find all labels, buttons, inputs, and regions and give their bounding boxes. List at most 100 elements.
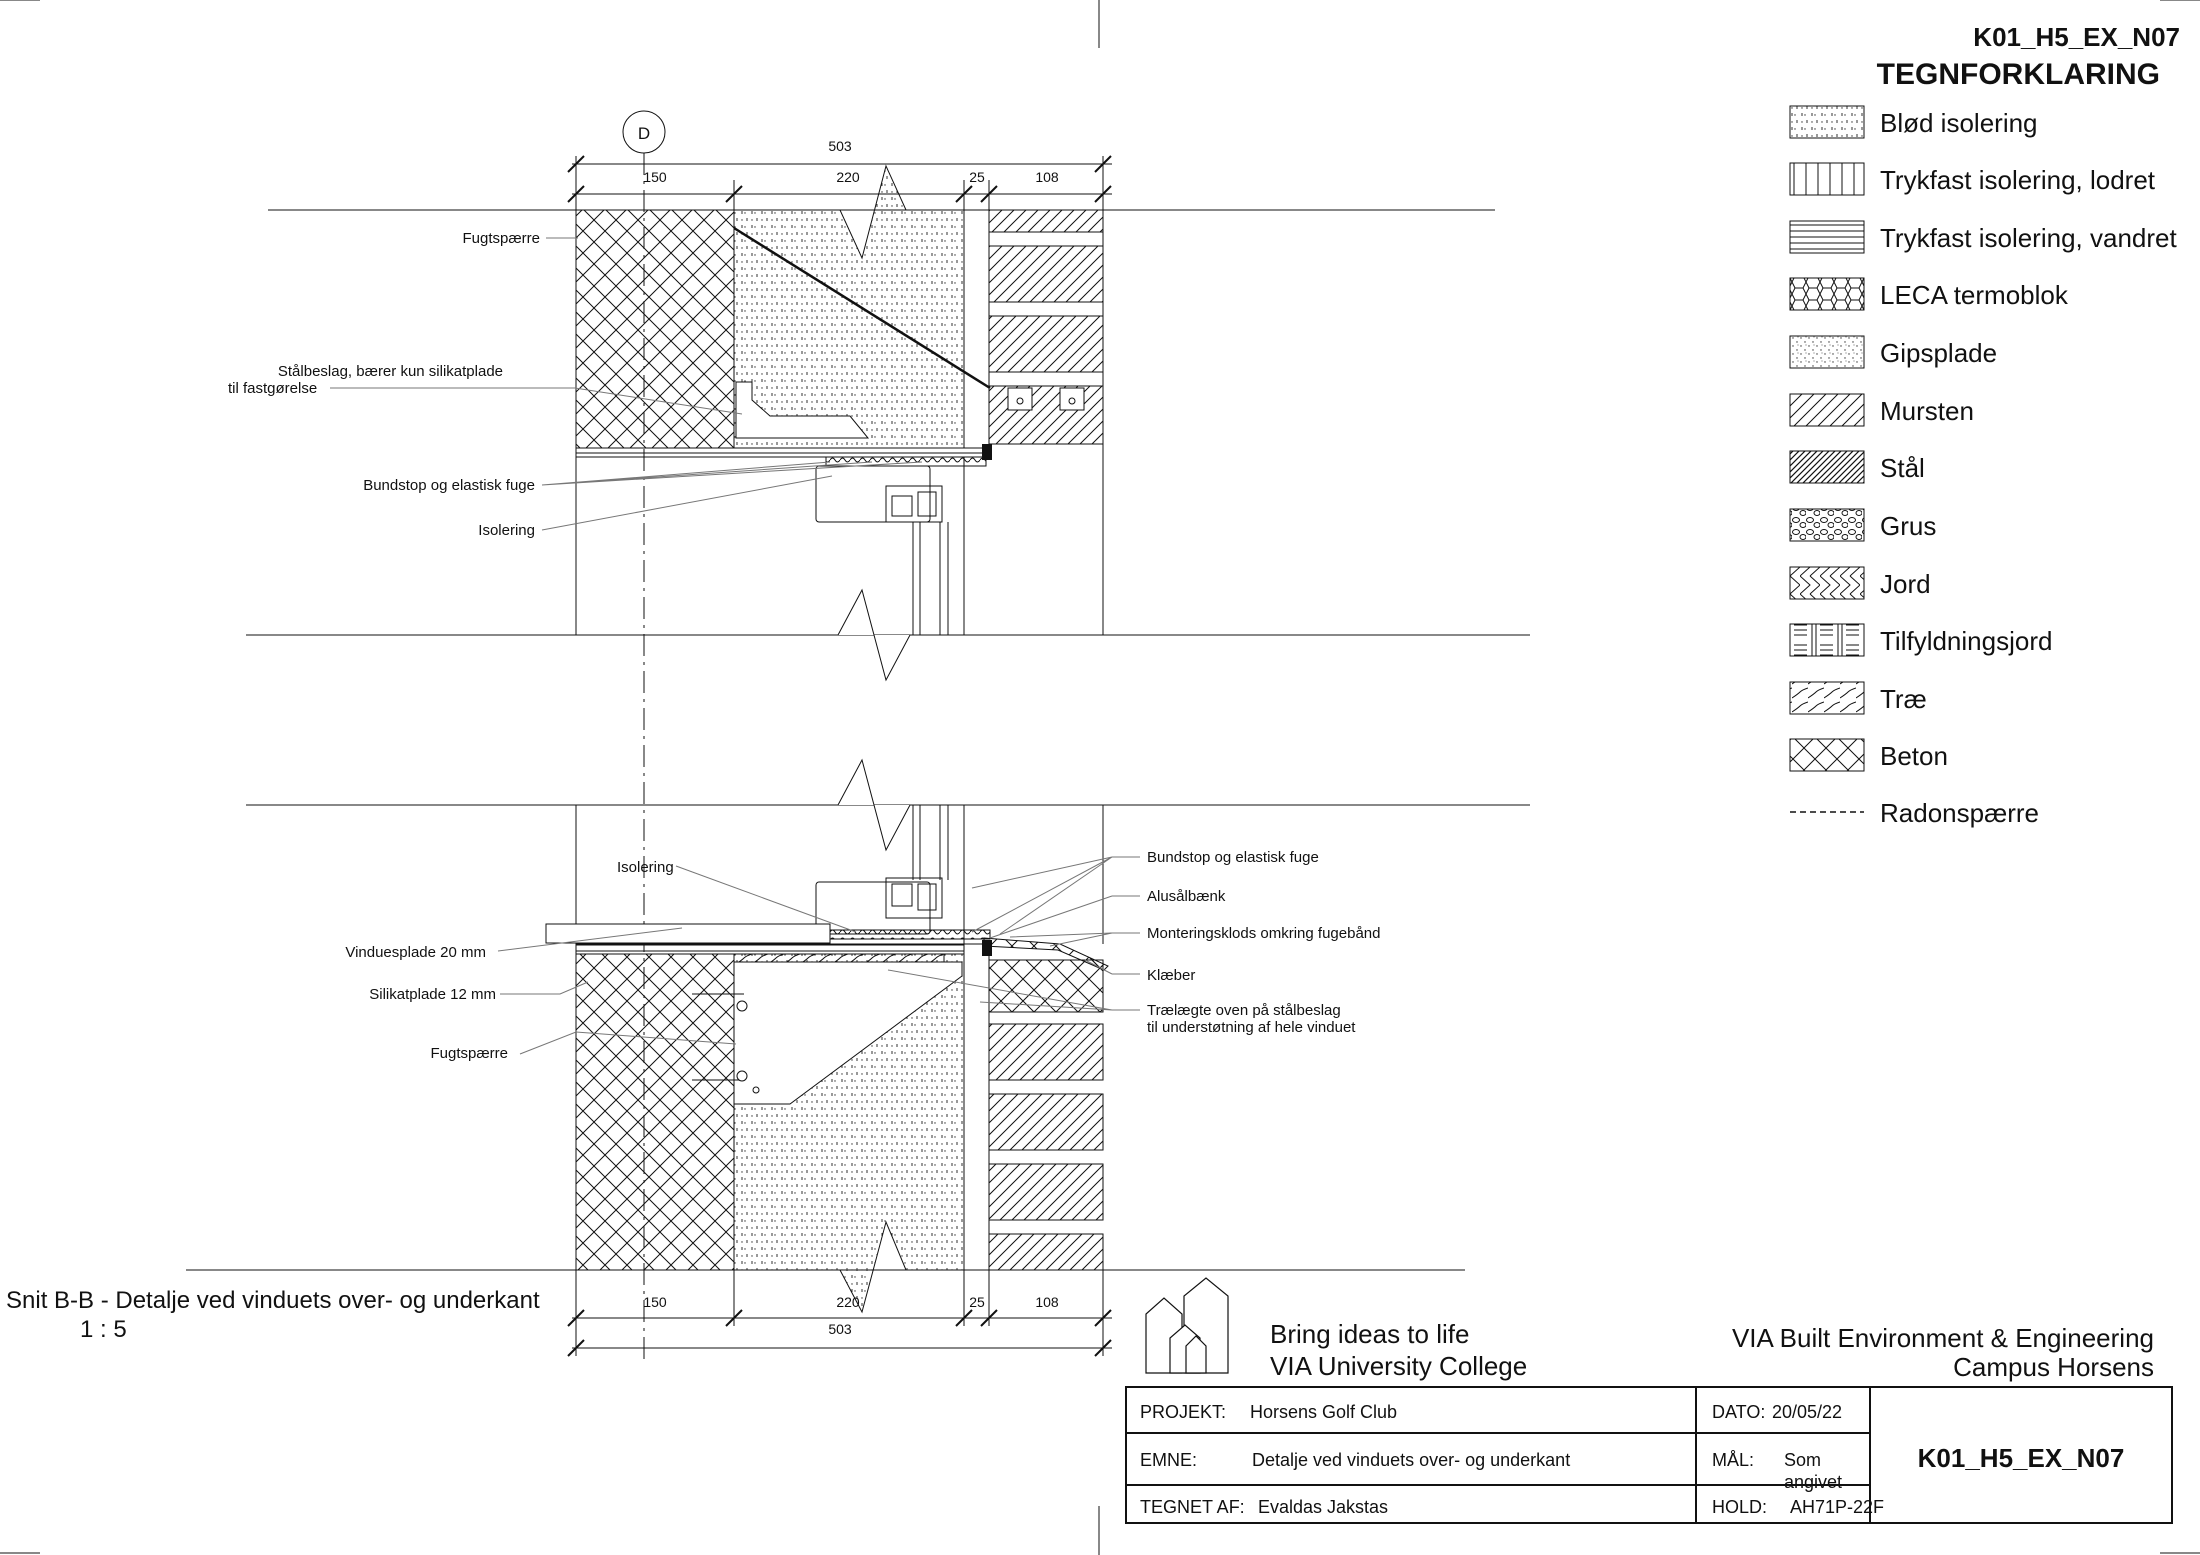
legend-swatch-trykfast-vandret: [1789, 220, 1865, 254]
section-scale: 1 : 5: [80, 1316, 127, 1343]
label-top-isolering: Isolering: [478, 522, 535, 539]
legend-swatch-beton: [1789, 738, 1865, 772]
top-steel-bracket: [735, 381, 870, 439]
branding-school: VIA Built Environment & Engineering: [1732, 1323, 2154, 1353]
legend-item-trae: Træ: [1789, 681, 1927, 715]
legend-swatch-tilfyldningsjord: [1789, 623, 1865, 657]
legend-label-blod: Blød isolering: [1880, 108, 2038, 138]
title-block: [1125, 1386, 2173, 1524]
label-bottom-silikatplade: Silikatplade 12 mm: [369, 986, 496, 1003]
legend-label-trae: Træ: [1880, 684, 1927, 714]
bottom-break-line: [837, 758, 911, 852]
label-bottom-vinduesplade: Vinduesplade 20 mm: [345, 944, 486, 961]
legend-item-staal: Stål: [1789, 450, 1925, 484]
legend-label-grus: Grus: [1880, 511, 1936, 541]
top-sealant-strip: [825, 456, 987, 467]
tb-drawing-number: K01_H5_EX_N07: [1918, 1443, 2125, 1473]
bottom-cavity: [963, 943, 990, 1271]
bottom-concrete-wall: [575, 953, 735, 1271]
bottom-leaders: [497, 856, 1113, 1055]
legend-item-radon: Radonspærre: [1790, 798, 2039, 828]
bottom-dim-total: 503: [828, 1321, 852, 1337]
bottom-label-ticks: [1112, 856, 1140, 1011]
label-bottom-fugtspaerre: Fugtspærre: [430, 1045, 508, 1062]
via-logo: [1145, 1277, 1229, 1374]
top-brick-courses: [988, 209, 1104, 445]
bottom-section: [186, 758, 1530, 1314]
label-top-staalbeslag-1: Stålbeslag, bærer kun silikatplade: [278, 363, 503, 380]
bottom-silicate-board: [575, 943, 989, 955]
legend-label-gips: Gipsplade: [1880, 338, 1997, 368]
top-dim-total: 503: [828, 138, 852, 154]
tb-tegnet-label: TEGNET AF:: [1140, 1497, 1245, 1517]
tb-projekt-label: PROJEKT:: [1140, 1402, 1226, 1422]
branding-slogan: Bring ideas to life: [1270, 1319, 1469, 1349]
legend-label-mursten: Mursten: [1880, 396, 1974, 426]
tb-maal-value-1: Som: [1784, 1450, 1821, 1470]
label-top-fugtspaerre: Fugtspærre: [462, 230, 540, 247]
bottom-window-board: [545, 923, 831, 944]
label-bottom-klaeber: Klæber: [1147, 967, 1195, 984]
top-leaders: [330, 237, 923, 531]
tb-hold-label: HOLD:: [1712, 1497, 1767, 1517]
top-cavity: [963, 209, 990, 449]
top-concrete-wall: [575, 209, 735, 449]
legend-label-leca: LECA termoblok: [1880, 280, 2069, 310]
bottom-dim-150: 150: [643, 1294, 667, 1310]
top-dim-108: 108: [1035, 169, 1059, 185]
top-window-frame-box: [815, 465, 931, 523]
top-soft-insulation: [733, 164, 965, 449]
section-title: Snit B-B - Detalje ved vinduets over- og…: [6, 1287, 540, 1314]
legend-swatch-blod: [1789, 105, 1865, 139]
label-top-staalbeslag-2: til fastgørelse: [228, 380, 317, 397]
legend-label-trykfast-lodret: Trykfast isolering, lodret: [1880, 165, 2156, 195]
legend-label-jord: Jord: [1880, 569, 1931, 599]
legend-item-mursten: Mursten: [1789, 393, 1974, 427]
tb-projekt-value: Horsens Golf Club: [1250, 1402, 1397, 1422]
bottom-dim-25: 25: [969, 1294, 985, 1310]
legend-label-radon: Radonspærre: [1880, 798, 2039, 828]
bottom-dim-108: 108: [1035, 1294, 1059, 1310]
label-bottom-traelaegte-1: Trælægte oven på stålbeslag: [1147, 1002, 1341, 1019]
legend-swatch-grus: [1789, 508, 1865, 542]
bottom-bracket-tabs: [692, 993, 744, 1081]
top-dim-150: 150: [643, 169, 667, 185]
bottom-brick-courses: [988, 959, 1104, 1271]
top-bracket-bolts: [1007, 387, 1085, 411]
legend-label-beton: Beton: [1880, 741, 1948, 771]
legend-item-trykfast-vandret: Trykfast isolering, vandret: [1789, 220, 2177, 254]
label-bottom-isolering: Isolering: [617, 859, 674, 876]
tb-tegnet-value: Evaldas Jakstas: [1258, 1497, 1388, 1517]
legend-swatch-leca: [1789, 277, 1865, 311]
label-bottom-bundstop: Bundstop og elastisk fuge: [1147, 849, 1319, 866]
legend-swatch-staal: [1789, 450, 1865, 484]
legend-title: TEGNFORKLARING: [1877, 58, 2160, 91]
legend-swatch-mursten: [1789, 393, 1865, 427]
tb-maal-value-2: angivet: [1784, 1472, 1842, 1492]
material-legend: Blød isolering Trykfast isolering, lodre…: [1789, 105, 2177, 828]
top-silicate-board: [575, 447, 989, 458]
bottom-mounting-block: [982, 940, 992, 956]
legend-swatch-trae: [1789, 681, 1865, 715]
legend-item-blod: Blød isolering: [1789, 105, 2038, 139]
legend-label-trykfast-vandret: Trykfast isolering, vandret: [1880, 223, 2177, 253]
top-dim-220: 220: [836, 169, 860, 185]
grid-marker-label: D: [638, 124, 650, 143]
tb-emne-value: Detalje ved vinduets over- og underkant: [1252, 1450, 1570, 1470]
branding-college: VIA University College: [1270, 1351, 1527, 1381]
label-bottom-alusaalbaenk: Alusålbænk: [1147, 888, 1226, 905]
legend-item-jord: Jord: [1789, 566, 1931, 600]
bottom-window-profile: [815, 805, 965, 944]
tb-emne-label: EMNE:: [1140, 1450, 1197, 1470]
legend-swatch-jord: [1789, 566, 1865, 600]
legend-label-staal: Stål: [1880, 453, 1925, 483]
legend-label-tilfyldningsjord: Tilfyldningsjord: [1880, 626, 2052, 656]
branding-campus: Campus Horsens: [1953, 1352, 2154, 1382]
label-bottom-monteringsklods: Monteringsklods omkring fugebånd: [1147, 925, 1380, 942]
legend-item-leca: LECA termoblok: [1789, 277, 2069, 311]
top-dimension-chain: [567, 155, 1112, 210]
bottom-dimension-chain: [567, 1270, 1112, 1357]
top-dim-25: 25: [969, 169, 985, 185]
